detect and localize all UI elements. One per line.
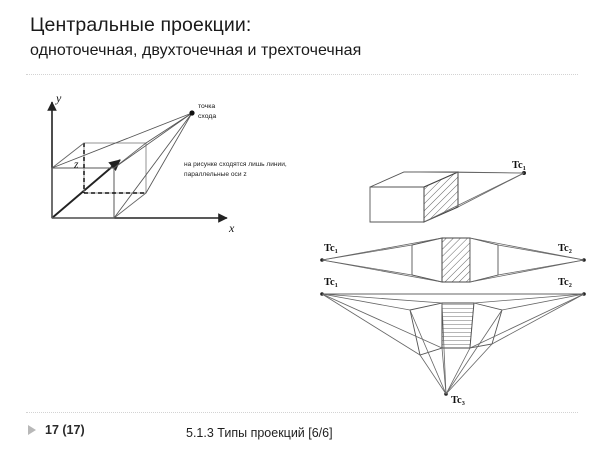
three-point-perspective-box: Tc₁ Tc₂ Tc₃ xyxy=(320,277,586,406)
twopoint-vp2-label: Tc₂ xyxy=(558,243,572,254)
convergence-lines xyxy=(51,112,193,219)
axis-z-line xyxy=(51,159,121,219)
twopoint-vp1-label: Tc₁ xyxy=(324,243,338,254)
axis-x-label: x xyxy=(228,221,235,235)
threepoint-convergence-lines xyxy=(321,293,585,395)
threepoint-hatched-face xyxy=(441,302,475,349)
page-number: 17 (17) xyxy=(45,423,85,437)
divider-top xyxy=(26,74,578,75)
threepoint-vp2-label: Tc₂ xyxy=(558,277,572,288)
axis-y-label: y xyxy=(55,91,62,105)
vanishing-point-label-line1: точка xyxy=(198,103,215,110)
right-diagrams: Tc₁ xyxy=(312,160,592,410)
threepoint-vp3-label: Tc₃ xyxy=(451,395,465,406)
diagram-note-line1: на рисунке сходятся лишь линии, xyxy=(184,161,287,168)
twopoint-right-face xyxy=(469,237,499,283)
cube-edge-tl xyxy=(51,142,85,169)
left-diagram: y x z точка схода на рисунке сходятся ли… xyxy=(22,88,322,248)
page-title: Центральные проекции: xyxy=(30,14,252,36)
slide-title-block: Центральные проекции: одноточечная, двух… xyxy=(30,14,570,62)
one-point-perspective-box: Tc₁ xyxy=(369,160,526,223)
cube-edge-br xyxy=(113,192,147,219)
twopoint-convergence-lines xyxy=(321,237,585,283)
twopoint-vp2-dot xyxy=(582,258,586,262)
two-point-perspective-box: Tc₁ Tc₂ xyxy=(320,237,586,283)
onepoint-convergence-lines xyxy=(403,171,525,223)
slide-footer: 17 (17) 5.1.3 Типы проекций [6/6] xyxy=(0,418,600,450)
divider-bottom xyxy=(26,412,578,413)
vanishing-point-label-line2: схода xyxy=(198,113,216,120)
footer-section-label: 5.1.3 Типы проекций [6/6] xyxy=(186,426,333,440)
onepoint-front-face xyxy=(369,186,425,223)
twopoint-left-face xyxy=(411,237,443,283)
threepoint-vp1-label: Tc₁ xyxy=(324,277,338,288)
page-indicator: 17 (17) xyxy=(28,423,85,437)
vanishing-point-dot xyxy=(189,110,195,116)
triangle-right-icon xyxy=(28,425,36,435)
twopoint-hatched-face xyxy=(441,237,471,283)
onepoint-vp1-label: Tc₁ xyxy=(512,160,526,171)
axis-z-label: z xyxy=(73,159,79,171)
page-subtitle: одноточечная, двухточечная и трехточечна… xyxy=(30,41,362,59)
diagram-note-line2: параллельные оси z xyxy=(184,171,247,178)
